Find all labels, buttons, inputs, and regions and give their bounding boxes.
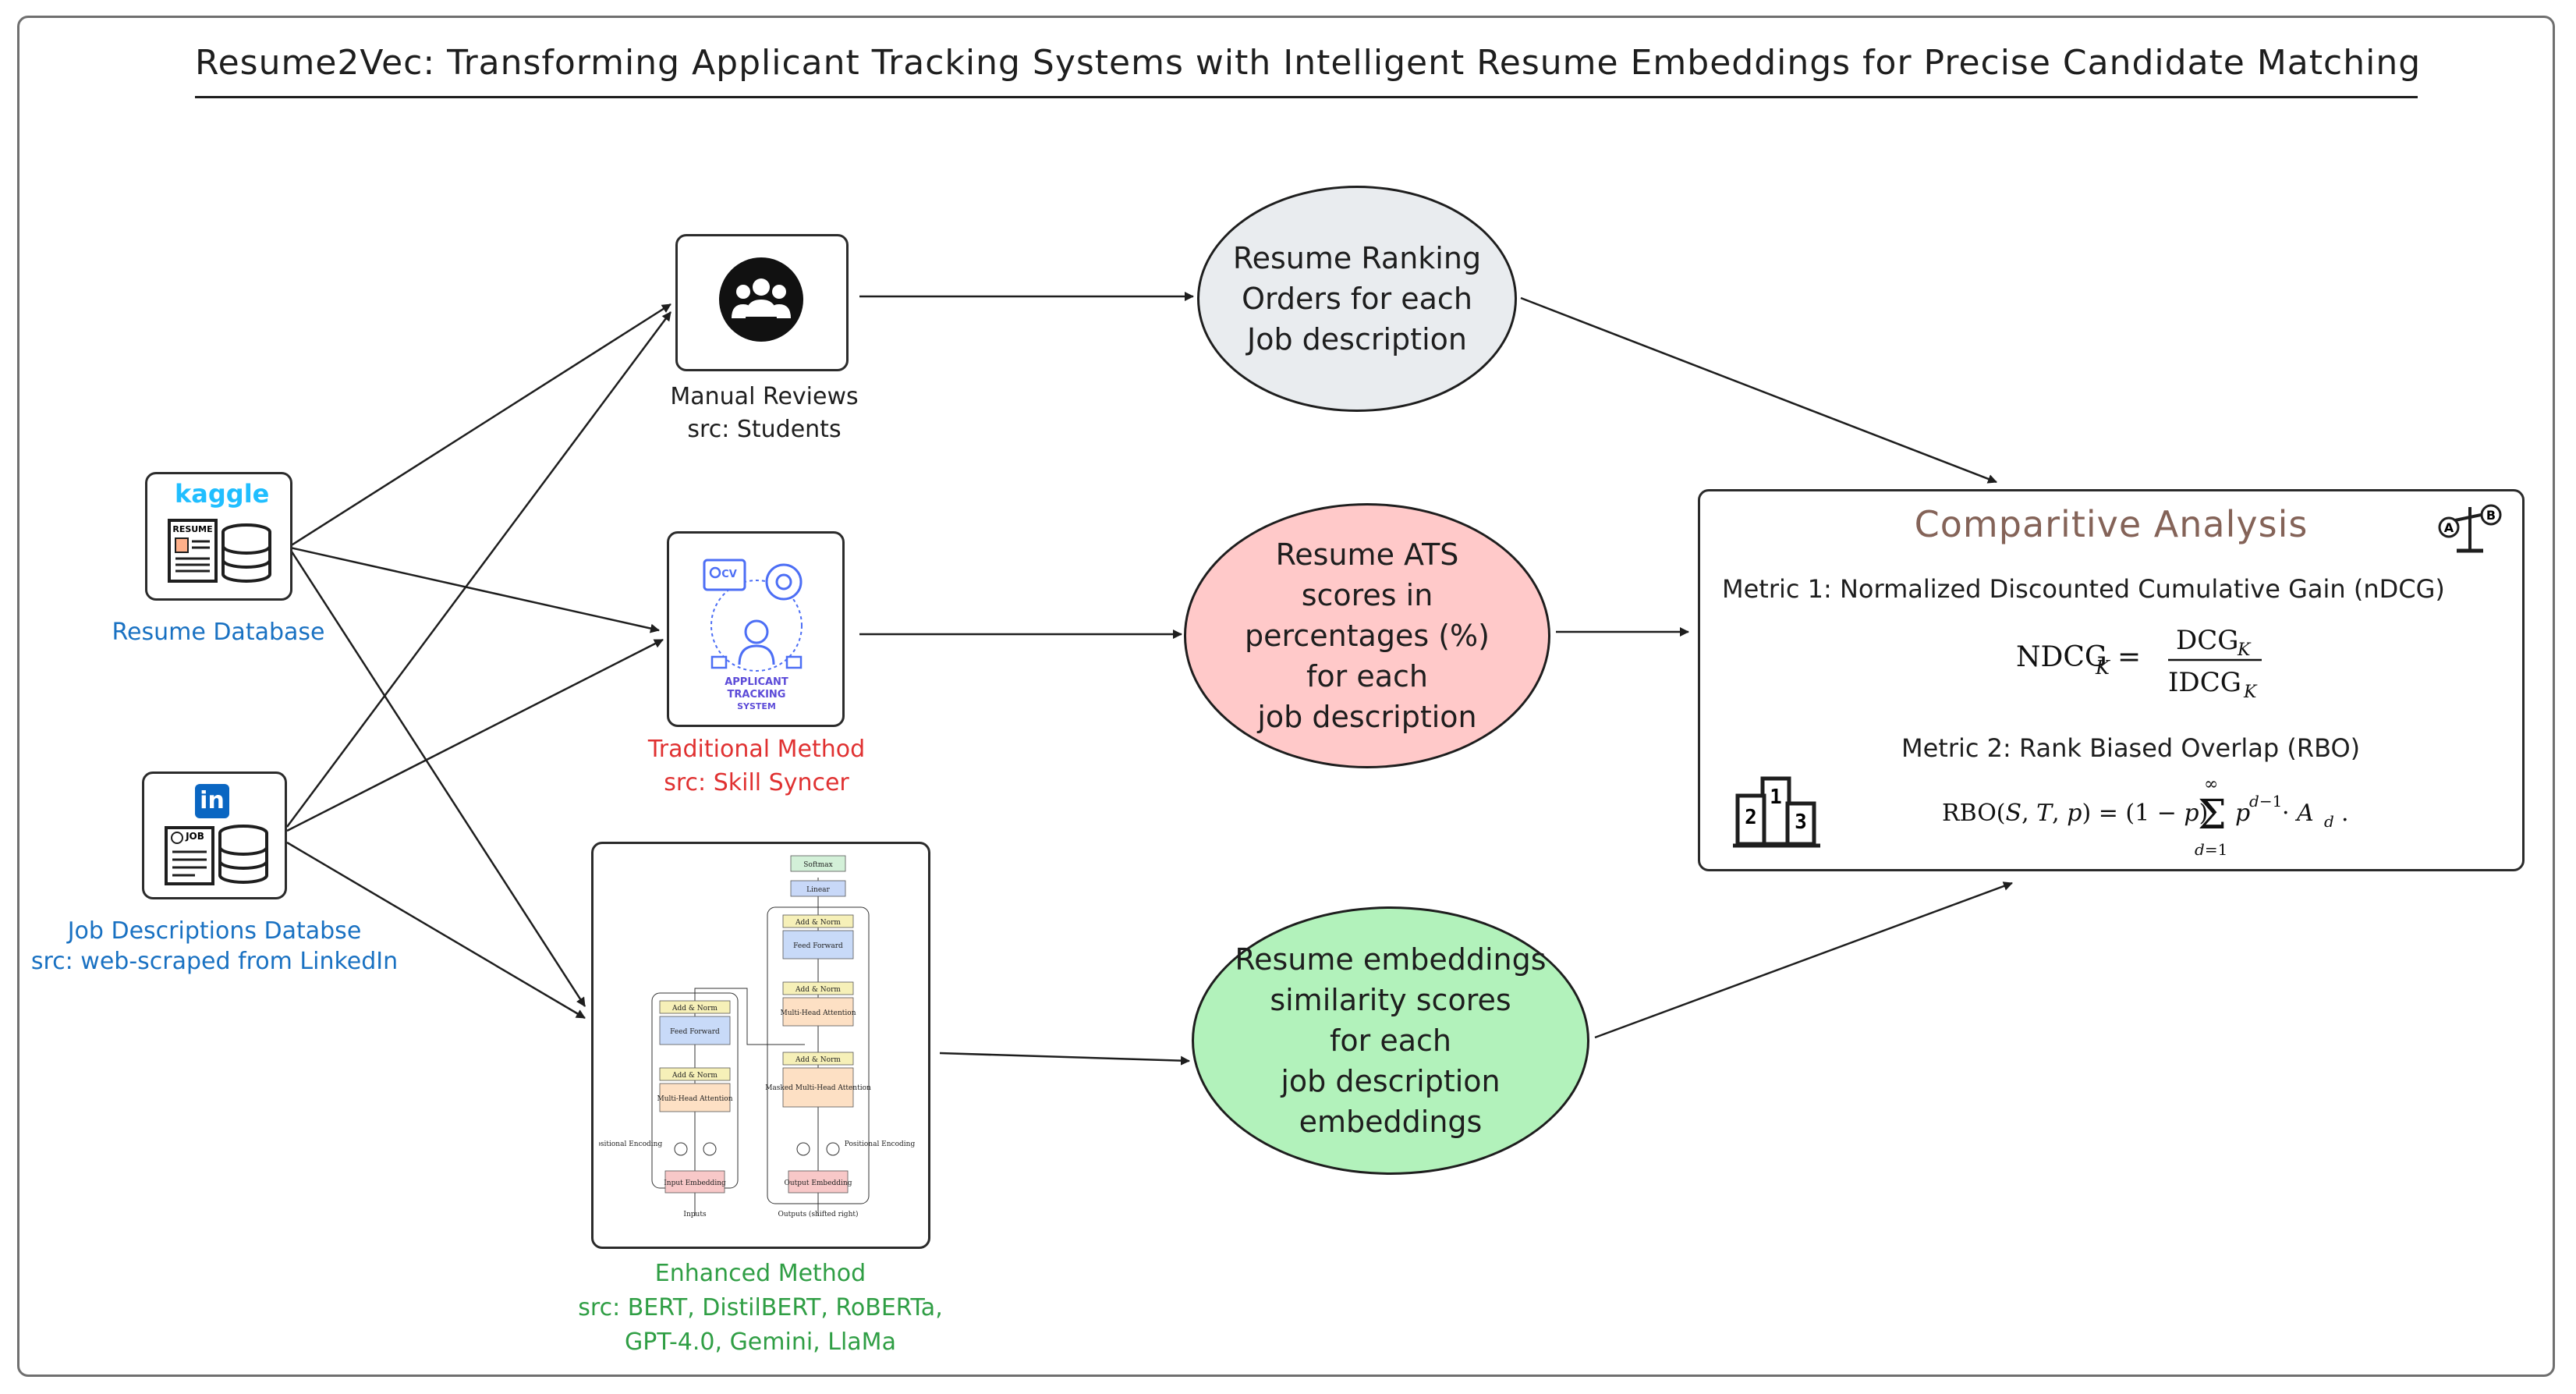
- ats-icon-line3: SYSTEM: [737, 701, 776, 711]
- balance-scale-icon: A B: [2438, 504, 2502, 553]
- svg-text:p: p: [2235, 800, 2250, 827]
- tf-inputs-label: Inputs: [683, 1211, 707, 1218]
- svg-text:IDCG: IDCG: [2168, 667, 2241, 698]
- embedding-similarity-ellipse: Resume embeddings similarity scores for …: [1192, 906, 1589, 1175]
- ats-cv-label: CV: [721, 569, 737, 580]
- tf-encoder-mha: [659, 1083, 731, 1112]
- resume-document-icon: RESUME: [168, 519, 218, 583]
- enhanced-method-label: Enhanced Method: [654, 1260, 866, 1287]
- podium-3-label: 3: [1795, 811, 1807, 834]
- tf-input-embedding-label: Input Embedding: [664, 1179, 726, 1187]
- tf-decoder-ff: [782, 930, 854, 959]
- svg-text:· A: · A: [2282, 800, 2314, 827]
- job-doc-label: JOB: [185, 831, 204, 842]
- job-database-label-line1: Job Descriptions Databse: [67, 917, 362, 945]
- svg-text:d−1: d−1: [2249, 792, 2282, 811]
- podium-1-label: 1: [1770, 786, 1782, 809]
- svg-text:d=1: d=1: [2195, 840, 2227, 859]
- tf-encoder-addnorm-2: [659, 1000, 731, 1014]
- tf-decoder-mha: [782, 997, 854, 1027]
- tf-decoder-addnorm-2: [782, 981, 854, 995]
- tf-decoder-addnorm-3-label: Add & Norm: [795, 919, 841, 927]
- svg-text:DCG: DCG: [2176, 625, 2238, 656]
- tf-decoder-masked-mha: [782, 1067, 854, 1108]
- comparative-analysis-box: [1698, 489, 2525, 871]
- tf-decoder-ff-label: Feed Forward: [793, 942, 843, 950]
- svg-text:∞: ∞: [2204, 775, 2218, 794]
- tf-encoder-addnorm-1-label: Add & Norm: [671, 1072, 718, 1080]
- transformer-architecture-diagram: Softmax Linear Add & Norm Feed Forward A…: [599, 855, 916, 1218]
- linkedin-logo: in: [195, 784, 229, 818]
- title-underline: [195, 96, 2418, 98]
- enhanced-method-source-line1: src: BERT, DistilBERT, RoBERTa,: [578, 1294, 943, 1321]
- traditional-method-label: Traditional Method: [647, 736, 866, 763]
- people-group-icon: [719, 257, 803, 342]
- ats-scores-ellipse: Resume ATS scores in percentages (%) for…: [1184, 503, 1550, 768]
- podium-2-label: 2: [1745, 806, 1757, 829]
- tf-pos-enc-right-label: Positional Encoding: [845, 1140, 916, 1148]
- kaggle-logo: kaggle: [175, 479, 270, 509]
- svg-text:K: K: [2243, 683, 2258, 702]
- tf-decoder-mha-label: Multi-Head Attention: [781, 1009, 856, 1017]
- applicant-tracking-system-icon: CV APPLICANT TRACKING SYSTEM: [703, 559, 803, 711]
- tf-input-embedding: [664, 1170, 725, 1194]
- tf-decoder-addnorm-3: [782, 914, 854, 928]
- tf-decoder-masked-mha-label: Masked Multi-Head Attention: [765, 1084, 871, 1092]
- ndcg-formula: NDCG K = DCG K IDCG K: [2016, 625, 2262, 702]
- svg-text:.: .: [2341, 800, 2349, 827]
- svg-text:NDCG: NDCG: [2016, 641, 2107, 673]
- tf-encoder-ff: [659, 1016, 731, 1045]
- traditional-method-source: src: Skill Syncer: [664, 769, 849, 796]
- scale-label-a: A: [2444, 520, 2454, 535]
- tf-outputs-label: Outputs (shifted right): [778, 1210, 858, 1218]
- scale-label-b: B: [2486, 508, 2496, 523]
- tf-encoder-addnorm-2-label: Add & Norm: [671, 1005, 718, 1013]
- svg-text:d: d: [2324, 812, 2334, 831]
- podium-icon: 1 2 3: [1733, 776, 1820, 848]
- job-document-icon: JOB: [165, 826, 214, 885]
- metric-2-label: Metric 2: Rank Biased Overlap (RBO): [1901, 733, 2361, 763]
- enhanced-method-box: [591, 842, 930, 1249]
- tf-output-embedding: [788, 1170, 849, 1194]
- ats-icon-line1: APPLICANT: [725, 676, 788, 688]
- tf-encoder-ff-label: Feed Forward: [670, 1028, 720, 1036]
- resume-database-cylinder-icon: [221, 523, 271, 583]
- tf-output-embedding-label: Output Embedding: [785, 1179, 852, 1187]
- tf-linear: [790, 880, 846, 897]
- tf-softmax: [790, 855, 846, 872]
- manual-reviews-source: src: Students: [687, 416, 842, 443]
- tf-decoder-addnorm-1: [782, 1052, 854, 1066]
- svg-text:K: K: [2237, 640, 2252, 660]
- ranking-orders-ellipse: Resume Ranking Orders for each Job descr…: [1197, 186, 1517, 412]
- resume-doc-label: RESUME: [172, 524, 212, 534]
- tf-linear-label: Linear: [806, 886, 830, 894]
- svg-text:RBO(S, T, p) = (1 − p): RBO(S, T, p) = (1 − p): [1942, 800, 2208, 827]
- svg-text:Σ: Σ: [2198, 792, 2227, 839]
- enhanced-method-source-line2: GPT-4.0, Gemini, LlaMa: [625, 1328, 896, 1356]
- manual-reviews-label: Manual Reviews: [670, 383, 859, 410]
- job-database-cylinder-icon: [218, 825, 268, 884]
- resume-database-label: Resume Database: [112, 619, 325, 646]
- job-database-label-line2: src: web-scraped from LinkedIn: [30, 948, 399, 975]
- metric-1-label: Metric 1: Normalized Discounted Cumulati…: [1722, 574, 2445, 604]
- ats-icon-line2: TRACKING: [728, 689, 786, 701]
- svg-text:=: =: [2117, 641, 2141, 673]
- svg-text:K: K: [2095, 657, 2111, 679]
- tf-softmax-label: Softmax: [803, 861, 833, 869]
- tf-encoder-addnorm-1: [659, 1067, 731, 1081]
- rbo-formula: RBO(S, T, p) = (1 − p) ∞ Σ d=1 p d−1 · A…: [1942, 775, 2349, 859]
- tf-decoder-addnorm-1-label: Add & Norm: [795, 1056, 841, 1064]
- tf-pos-enc-left-label: Positional Encoding: [599, 1140, 662, 1148]
- comparative-analysis-title: Comparitive Analysis: [1914, 503, 2308, 545]
- diagram-title: Resume2Vec: Transforming Applicant Track…: [195, 43, 2422, 83]
- tf-decoder-addnorm-2-label: Add & Norm: [795, 986, 841, 994]
- diagram-frame: [17, 16, 2555, 1377]
- tf-encoder-mha-label: Multi-Head Attention: [657, 1095, 733, 1103]
